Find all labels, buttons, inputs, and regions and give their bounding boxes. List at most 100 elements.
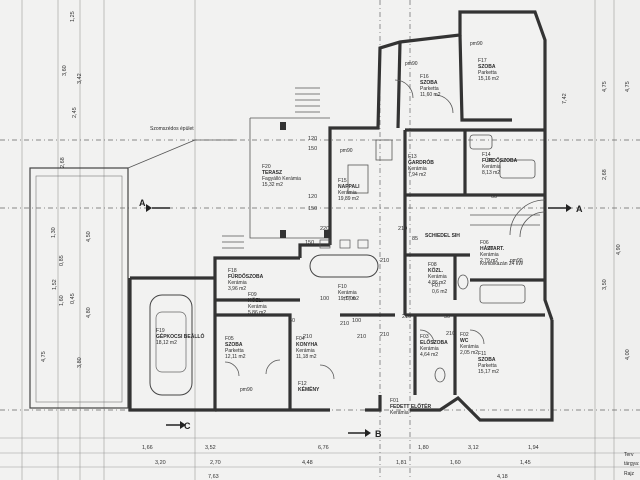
dimension-bottom_row1-2: 6,76 (318, 445, 329, 451)
dimension-right-4: 4,90 (616, 244, 622, 255)
room-f08-area: 4,86 m2 (428, 280, 446, 286)
room-f01-floor: Kerámia (390, 410, 409, 416)
room-f03-floor: Kerámia (420, 346, 439, 352)
entry-stairs (222, 87, 320, 249)
opening-label-2: pm90 (405, 61, 418, 67)
dimension-left-6: 0,85 (59, 255, 65, 266)
dimension-right-5: 3,50 (602, 279, 608, 290)
room-f15-name: NAPPALI (338, 184, 360, 190)
dimension-bottom_row1-4: 3,12 (468, 445, 479, 451)
room-f04-floor: Kerámia (296, 348, 315, 354)
room-f03-code: F03 (420, 334, 429, 340)
room-f14-name: FÜRDŐSZOBA (482, 157, 518, 164)
dimension-bottom_row1-3: 1,80 (418, 445, 429, 451)
room-f15-area: 19,89 m2 (338, 196, 359, 202)
dimension-bottom_row2-0: 3,20 (155, 460, 166, 466)
room-f18-area: 3,96 m2 (228, 286, 246, 292)
dimension-interior-3: 150 (308, 206, 317, 212)
dimension-right-2: 7,42 (562, 93, 568, 104)
room-f13-floor: Kerámia (408, 166, 427, 172)
room-f04-name: KONYHA (296, 342, 318, 348)
room-f20-name: TERASZ (262, 170, 282, 176)
section-marker-b (348, 429, 371, 437)
door-swings (224, 79, 485, 380)
dimension-interior-20: 210 (446, 331, 455, 337)
room-f02-floor: Kerámia (460, 344, 479, 350)
dimension-interior-10: 90 (487, 158, 493, 164)
dimension-bottom_row3-1: 4,18 (497, 474, 508, 480)
dimension-interior-5: 210 (303, 334, 312, 340)
room-f17-area: 15,16 m2 (478, 76, 499, 82)
car-outline (149, 294, 193, 396)
room-f07-code: F07 (432, 283, 441, 289)
dimension-interior-9: 210 (340, 321, 349, 327)
room-f12-name: KÉMÉNY (298, 385, 320, 393)
dimension-left-11: 3,80 (77, 357, 83, 368)
boiler-label: Kombikazán 24 kW (480, 261, 523, 267)
dimension-interior-11: 60 (491, 194, 497, 200)
elevation-label: ±0,00 (343, 296, 356, 302)
dimension-bottom_row2-2: 4,48 (302, 460, 313, 466)
room-f15-floor: Kerámia (338, 190, 357, 196)
dimension-left-8: 1,52 (52, 279, 58, 290)
sofa (347, 139, 393, 194)
room-f05-floor: Parketta (225, 348, 244, 354)
room-f11-area: 15,17 m2 (478, 369, 499, 375)
dimension-bottom_row1-1: 3,52 (205, 445, 216, 451)
room-f09-code: F09 (248, 292, 257, 298)
dimension-interior-1: 150 (308, 146, 317, 152)
dimension-right-1: 4,75 (625, 81, 631, 92)
room-f16-area: 11,60 m2 (420, 92, 441, 98)
room-f06-area: 2,79 m2 (480, 258, 498, 264)
terrace-outline (249, 117, 330, 239)
section-marker-a-left (146, 204, 170, 212)
dimension-left-0: 1,25 (70, 11, 76, 22)
chimney-label: SCHIEDEL SIH (425, 233, 460, 239)
neighbor-building-label: Szomszédos épület (150, 126, 194, 132)
dining-table (309, 239, 379, 278)
room-f19-name: GÉPKOCSI BEÁLLÓ (156, 332, 204, 340)
section-label-c: C (184, 421, 191, 431)
dimension-interior-15: 150 (305, 240, 314, 246)
room-f08-name: KÖZL. (428, 267, 444, 274)
room-f14-floor: Kerámia (482, 164, 501, 170)
opening-label-3: pm90 (340, 148, 353, 154)
room-f19-area: 18,12 m2 (156, 340, 177, 346)
dimension-interior-14: 220 (320, 226, 329, 232)
title-block-line-2: tárgya: (624, 461, 639, 467)
title-block-line-1: Terv (624, 452, 634, 458)
room-f16-code: F16 (420, 74, 429, 80)
room-f04-code: F04 (296, 336, 305, 342)
dimension-bottom_row2-3: 1,81 (396, 460, 407, 466)
dimension-bottom_row3-0: 7,63 (208, 474, 219, 480)
room-f03-name: ELŐSZOBA (420, 339, 448, 346)
dimension-left-9: 4,80 (86, 307, 92, 318)
dimension-right-6: 4,00 (625, 349, 631, 360)
room-f14-area: 8,13 m2 (482, 170, 500, 176)
room-f09-area: 5,86 m2 (248, 310, 266, 316)
room-f15-code: F15 (338, 178, 347, 184)
dimension-interior-17: 85 (412, 236, 418, 242)
room-f05-area: 12,11 m2 (225, 354, 246, 360)
dimension-left-2: 3,42 (77, 73, 83, 84)
room-f10-code: F10 (338, 284, 347, 290)
room-f06-floor: Kerámia (480, 252, 499, 258)
dimension-bottom_row1-0: 1,66 (142, 445, 153, 451)
room-f03-area: 4,64 m2 (420, 352, 438, 358)
dimension-left-1: 3,60 (62, 65, 68, 76)
room-f17-floor: Parketta (478, 70, 497, 76)
dimension-right-3: 2,68 (602, 169, 608, 180)
room-f09-floor: Kerámia (248, 304, 267, 310)
dimension-interior-6: 60 (289, 318, 295, 324)
dimension-left-3: 2,45 (72, 107, 78, 118)
room-f06-code: F06 (480, 240, 489, 246)
room-f05-name: SZOBA (225, 342, 243, 348)
room-f13-name: GARDRÓB (408, 158, 434, 166)
dimension-interior-2: 120 (308, 194, 317, 200)
dimension-interior-18: 210 (402, 314, 411, 320)
section-label-a-right: A (576, 204, 583, 214)
